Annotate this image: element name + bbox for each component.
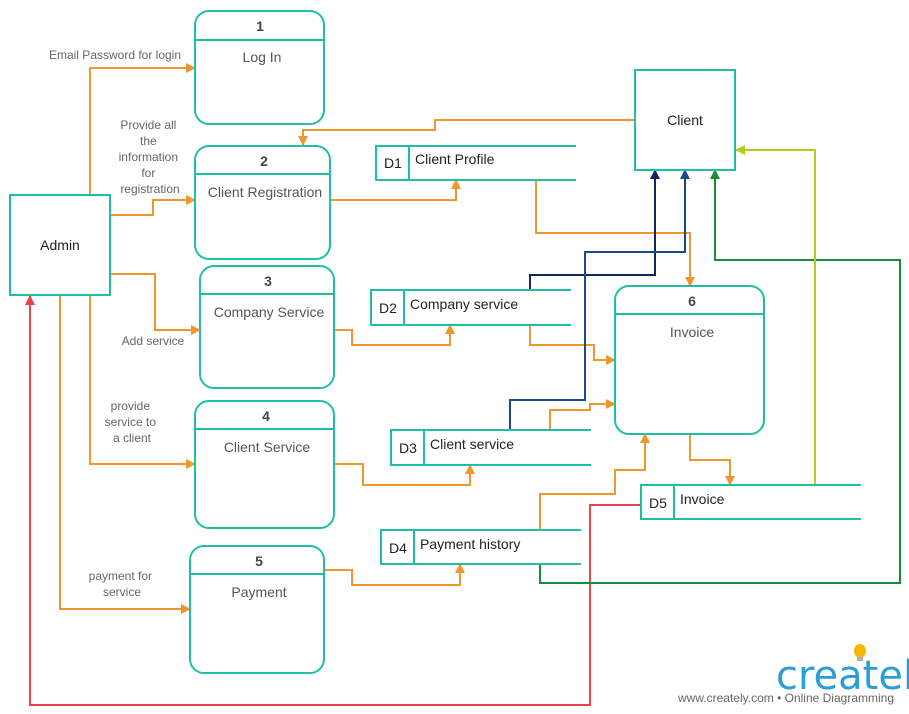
store-d3-id: D3	[399, 440, 417, 456]
process-2[interactable]: 2 Client Registration	[194, 145, 331, 260]
process-1[interactable]: 1 Log In	[194, 10, 325, 125]
entity-admin[interactable]: Admin	[9, 194, 111, 296]
store-d2[interactable]: D2 Company service	[370, 289, 571, 326]
flow-invoice-d5	[689, 434, 735, 486]
flow-labels: Email Password for login Provide all the…	[49, 48, 185, 599]
flow-d3-client	[509, 169, 690, 430]
flow-d1-invoice	[535, 180, 695, 287]
entity-client-label: Client	[667, 112, 703, 128]
process-5-number: 5	[255, 553, 263, 569]
creately-logo: creately www.creately.com • Online Diagr…	[677, 644, 909, 705]
store-d3[interactable]: D3 Client service	[390, 429, 591, 466]
process-1-number: 1	[256, 18, 264, 34]
store-d4-id: D4	[389, 540, 407, 556]
flow-admin-login	[89, 63, 196, 195]
store-d2-id: D2	[379, 300, 397, 316]
flow-payment-d4	[324, 563, 465, 586]
lightbulb-icon	[854, 644, 866, 661]
flows	[25, 63, 901, 706]
process-4-number: 4	[262, 408, 270, 424]
store-d2-name: Company service	[410, 296, 518, 312]
flow-d4-client	[539, 169, 901, 584]
process-6[interactable]: 6 Invoice	[614, 285, 765, 435]
process-6-name: Invoice	[670, 324, 715, 340]
flow-d5-client	[735, 145, 816, 485]
flow-d4-invoice	[539, 433, 650, 530]
store-d5[interactable]: D5 Invoice	[640, 484, 861, 520]
entity-admin-label: Admin	[40, 237, 80, 253]
process-3[interactable]: 3 Company Service	[199, 265, 335, 389]
flow-d2-client	[529, 169, 660, 290]
label-provide-service: provide service to a client	[105, 399, 160, 445]
process-2-name: Client Registration	[208, 184, 322, 200]
flow-d3-invoice	[549, 399, 616, 430]
label-add-service: Add service	[122, 334, 185, 348]
entity-client[interactable]: Client	[634, 69, 736, 171]
flow-admin-registration	[110, 195, 196, 216]
process-2-number: 2	[260, 153, 268, 169]
label-registration: Provide all the information for registra…	[119, 118, 182, 196]
flow-company-d2	[334, 324, 455, 346]
store-d1-id: D1	[384, 155, 402, 171]
label-login: Email Password for login	[49, 48, 181, 62]
store-d5-name: Invoice	[680, 491, 725, 507]
store-d1[interactable]: D1 Client Profile	[375, 145, 576, 181]
process-5[interactable]: 5 Payment	[189, 545, 325, 674]
flow-admin-payment	[59, 295, 191, 614]
process-5-name: Payment	[231, 584, 286, 600]
flow-admin-company-service	[110, 273, 201, 335]
process-1-name: Log In	[243, 49, 282, 65]
flow-d2-invoice	[529, 325, 616, 365]
flow-client-registration	[298, 119, 635, 146]
store-d4-name: Payment history	[420, 536, 520, 552]
process-3-name: Company Service	[214, 304, 325, 320]
process-4-name: Client Service	[224, 439, 311, 455]
process-3-number: 3	[264, 273, 272, 289]
store-d5-id: D5	[649, 495, 667, 511]
flow-d5-admin	[25, 295, 640, 706]
flow-clientservice-d3	[334, 463, 475, 486]
store-d3-name: Client service	[430, 436, 514, 452]
process-4[interactable]: 4 Client Service	[194, 400, 335, 529]
flow-admin-client-service	[89, 295, 196, 469]
logo-tagline: www.creately.com • Online Diagramming	[677, 691, 894, 705]
flow-registration-d1	[330, 179, 461, 201]
process-6-number: 6	[688, 293, 696, 309]
logo-text: creately	[776, 653, 909, 699]
store-d1-name: Client Profile	[415, 151, 495, 167]
label-payment: payment for service	[89, 569, 156, 599]
store-d4[interactable]: D4 Payment history	[380, 529, 581, 565]
